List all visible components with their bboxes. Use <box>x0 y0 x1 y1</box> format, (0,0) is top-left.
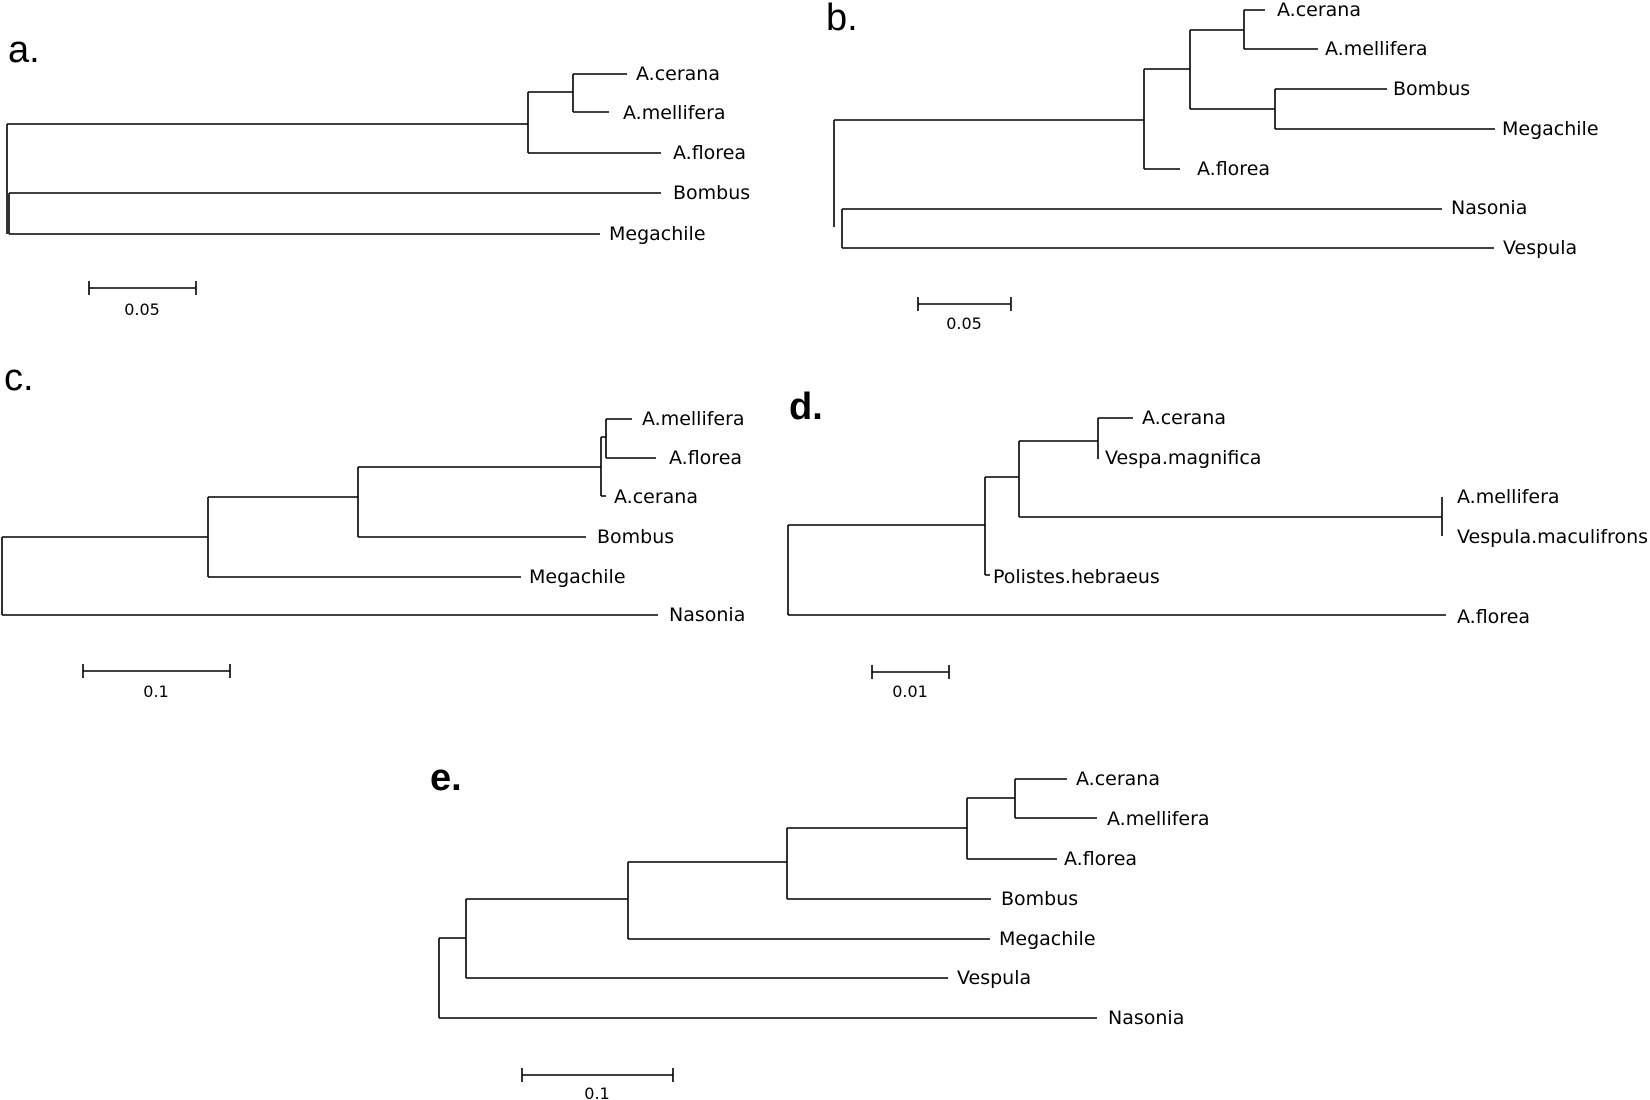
panel-a-tree <box>6 73 661 235</box>
tip-label: Vespula <box>957 967 1031 989</box>
tip-label: A.florea <box>1457 606 1530 628</box>
tip-label: Vespula <box>1503 237 1577 259</box>
scale-bar-label: 0.1 <box>143 682 168 701</box>
tip-label: A.cerana <box>1076 768 1160 790</box>
tip-label: Nasonia <box>669 604 745 626</box>
scale-bar: 0.1 <box>521 1068 674 1100</box>
panel-a: a. A.cerana A.mellifera A.florea Bombus … <box>6 29 750 319</box>
scale-bar-label: 0.1 <box>584 1084 609 1100</box>
panel-d-tree <box>787 417 1446 616</box>
tip-label: A.florea <box>673 142 746 164</box>
tip-label: A.mellifera <box>642 408 745 430</box>
tip-label: Nasonia <box>1451 197 1527 219</box>
tip-label: A.florea <box>1197 158 1270 180</box>
tip-label: A.mellifera <box>1325 38 1428 60</box>
tree-branch <box>1 418 658 616</box>
panel-c: c. A.mellifera A.florea A.cerana Bombus … <box>1 357 745 701</box>
tip-label: Nasonia <box>1108 1007 1184 1029</box>
panel-d-label: d. <box>789 386 823 428</box>
panel-c-label: c. <box>4 357 34 399</box>
tip-label: Megachile <box>529 566 626 588</box>
tree-branch <box>787 417 1446 616</box>
tree-branch <box>833 9 1495 249</box>
tip-label: A.cerana <box>1277 0 1361 21</box>
panel-b-label: b. <box>826 0 858 39</box>
panel-c-tree <box>1 418 658 616</box>
scale-bar: 0.1 <box>82 664 231 701</box>
tree-branch <box>438 778 1097 1019</box>
panel-e: e. A.cerana A.mellifera A.florea Bombus … <box>430 757 1210 1100</box>
tip-label: A.cerana <box>1142 407 1226 429</box>
tip-label: A.cerana <box>614 486 698 508</box>
panel-d: d. A.cerana Vespa.magnifica A.mellifera … <box>787 386 1648 701</box>
tip-label: Polistes.hebraeus <box>993 566 1160 588</box>
tip-label: Vespa.magnifica <box>1105 447 1261 469</box>
panel-b: b. A.cerana A.mellifera Bombus Megachile… <box>826 0 1599 333</box>
tip-label: A.mellifera <box>1457 486 1560 508</box>
panel-e-tree <box>438 778 1097 1019</box>
scale-bar: 0.01 <box>871 665 950 701</box>
tip-label: Bombus <box>597 526 674 548</box>
tip-label: A.cerana <box>636 63 720 85</box>
scale-bar-label: 0.05 <box>124 300 160 319</box>
tip-label: A.mellifera <box>1107 808 1210 830</box>
tip-label: A.florea <box>669 447 742 469</box>
scale-bar-label: 0.01 <box>892 682 928 701</box>
tip-label: A.mellifera <box>623 102 726 124</box>
scale-bar: 0.05 <box>917 297 1012 333</box>
tip-label: Megachile <box>1502 118 1599 140</box>
panel-e-label: e. <box>430 757 462 799</box>
panel-b-tree <box>833 9 1495 249</box>
scale-bar: 0.05 <box>88 281 197 319</box>
tip-label: Megachile <box>609 223 706 245</box>
tip-label: Vespula.maculifrons <box>1457 526 1648 548</box>
tip-label: A.florea <box>1064 848 1137 870</box>
panel-a-label: a. <box>8 29 40 71</box>
tip-label: Megachile <box>999 928 1096 950</box>
scale-bar-label: 0.05 <box>946 314 982 333</box>
tip-label: Bombus <box>673 182 750 204</box>
tip-label: Bombus <box>1393 78 1470 100</box>
tip-label: Bombus <box>1001 888 1078 910</box>
tree-branch <box>6 73 661 235</box>
